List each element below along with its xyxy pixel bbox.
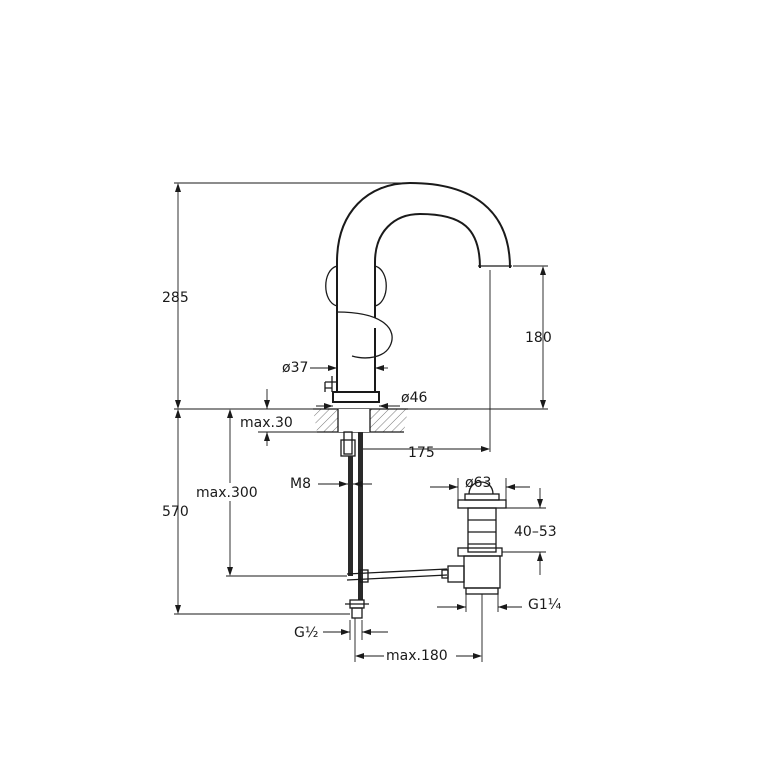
dim-40-53-label: 40–53 <box>514 524 557 540</box>
dim-spout-height: 180 <box>525 266 552 409</box>
dim-waste-range: 40–53 <box>502 488 557 575</box>
dim-deck-thickness: max.30 <box>240 389 317 446</box>
dim-supply-thread: G½ <box>294 620 388 641</box>
dim-d37-label: ø37 <box>282 360 308 376</box>
dim-m8-label: M8 <box>290 476 311 492</box>
dim-max180-label: max.180 <box>386 648 448 664</box>
dim-base-diameter: ø46 <box>316 390 427 409</box>
dim-285-label: 285 <box>162 290 189 306</box>
dim-overall-height: 285 <box>162 183 189 409</box>
dim-waste-thread: G1¼ <box>437 594 562 613</box>
dim-180-label: 180 <box>525 330 552 346</box>
pop-up-waste <box>441 481 507 595</box>
dim-570-label: 570 <box>162 504 189 520</box>
dim-max300-label: max.300 <box>196 485 258 501</box>
dim-d63-label: ø63 <box>465 475 491 491</box>
dim-d46-label: ø46 <box>401 390 427 406</box>
dim-body-diameter: ø37 <box>282 360 388 376</box>
dim-g114-label: G1¼ <box>528 597 562 613</box>
dim-waste-offset: max.180 <box>355 646 482 664</box>
basin-deck <box>313 408 408 433</box>
dim-hose-length: max.300 <box>194 409 264 576</box>
dim-rod-thread: M8 <box>290 476 372 492</box>
dim-max30-label: max.30 <box>240 415 293 431</box>
faucet-outline <box>324 181 512 403</box>
dim-spout-reach: 175 <box>363 445 490 461</box>
dim-waste-diameter: ø63 <box>430 475 530 500</box>
dim-175-label: 175 <box>408 445 435 461</box>
dim-below-deck: 570 <box>162 409 189 614</box>
extension-lines <box>174 182 548 662</box>
dim-g12-label: G½ <box>294 625 318 641</box>
under-deck-piping <box>340 431 448 619</box>
